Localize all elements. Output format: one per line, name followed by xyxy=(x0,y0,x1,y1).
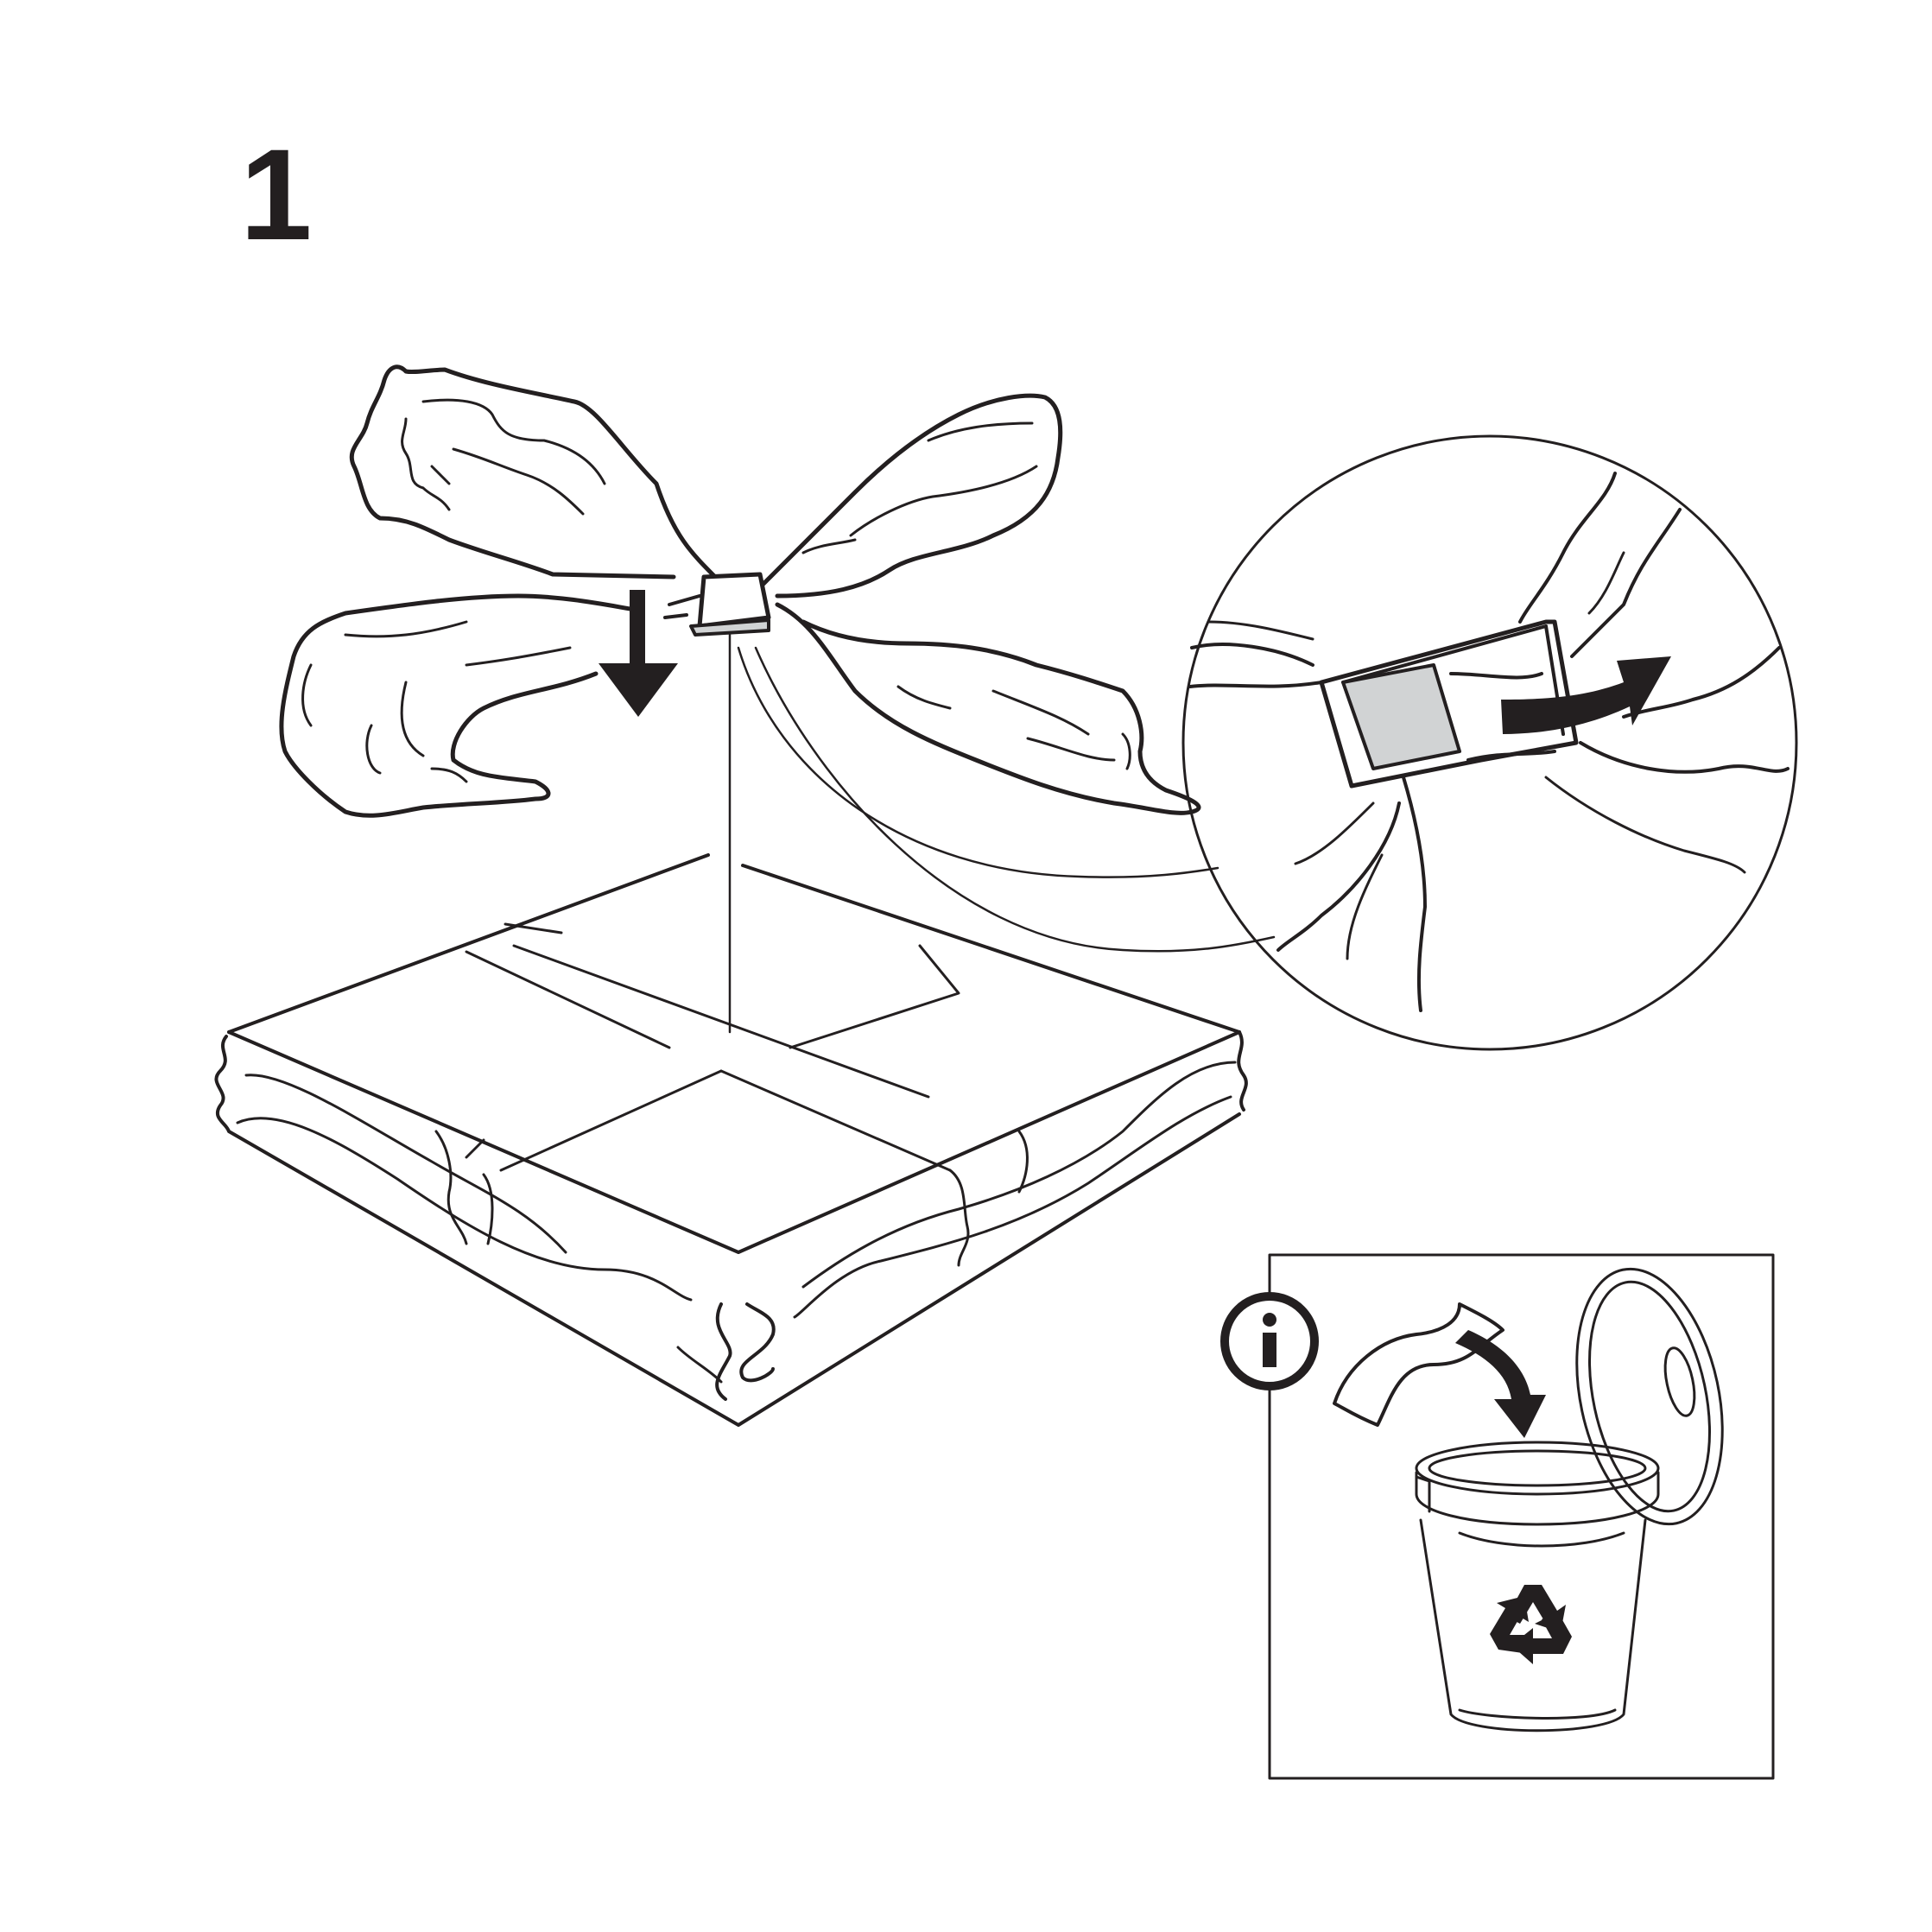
folded-cushion-stack xyxy=(214,853,1248,1427)
curved-arrow-icon xyxy=(1501,656,1671,734)
detail-zoom-circle xyxy=(1181,434,1798,1051)
info-icon xyxy=(1220,1292,1319,1390)
step-number: 1 xyxy=(240,122,313,267)
down-arrow-icon xyxy=(599,590,678,717)
info-box xyxy=(1220,1253,1775,1780)
zoom-connector xyxy=(737,646,1219,878)
bin-lid xyxy=(1575,1267,1724,1526)
strap-bow xyxy=(279,364,1201,818)
zoom-connector-lower xyxy=(754,646,1276,953)
recycle-icon xyxy=(1490,1585,1572,1664)
recycling-bin xyxy=(1415,1441,1660,1732)
curved-arrow-icon xyxy=(1455,1330,1546,1438)
